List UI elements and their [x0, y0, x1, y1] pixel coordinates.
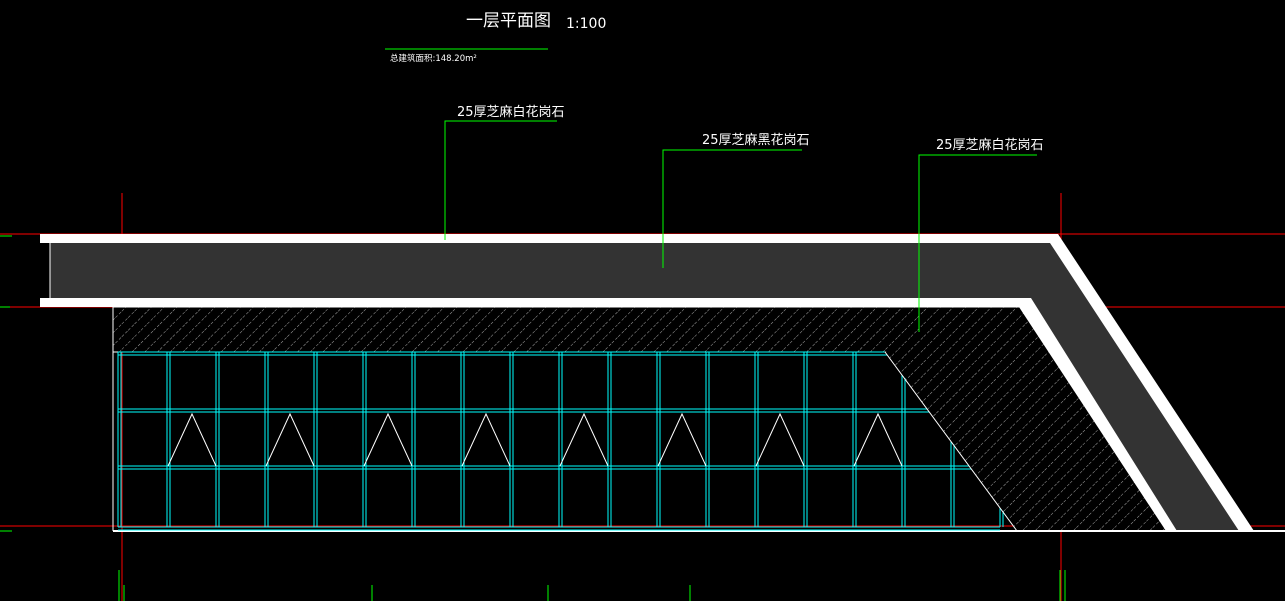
- triangle-pattern: [657, 412, 707, 467]
- leader-line-2: [662, 149, 802, 268]
- triangle-pattern: [461, 412, 511, 467]
- leader-lines: [444, 120, 1037, 332]
- drawing-scale: 1:100: [566, 16, 606, 32]
- triangle-pattern: [265, 412, 315, 467]
- triangle-pattern: [167, 412, 217, 467]
- triangle-pattern: [853, 412, 903, 467]
- drawing-title: 一层平面图: [466, 11, 551, 31]
- triangle-pattern: [755, 412, 805, 467]
- leader-line-3: [918, 154, 1037, 332]
- annotation-label-1: 25厚芝麻白花岗石: [457, 104, 565, 120]
- grid-diagonal-boundary: [884, 351, 1018, 532]
- triangle-pattern: [363, 412, 413, 467]
- glass-panel-grid: [117, 351, 1004, 531]
- hatched-paving-diagonal: [885, 307, 1168, 531]
- annotation-label-2: 25厚芝麻黑花岗石: [702, 132, 810, 148]
- hatched-paving-top: [112, 306, 1023, 353]
- leader-line-1: [444, 120, 557, 240]
- dimension-ticks: [0, 235, 1066, 601]
- dark-slab: [50, 243, 1239, 531]
- slab-left-cap: [40, 243, 50, 298]
- annotation-label-3: 25厚芝麻白花岗石: [936, 137, 1044, 153]
- triangle-pattern: [559, 412, 609, 467]
- drawing-subtitle: 总建筑面积:148.20m²: [390, 53, 477, 64]
